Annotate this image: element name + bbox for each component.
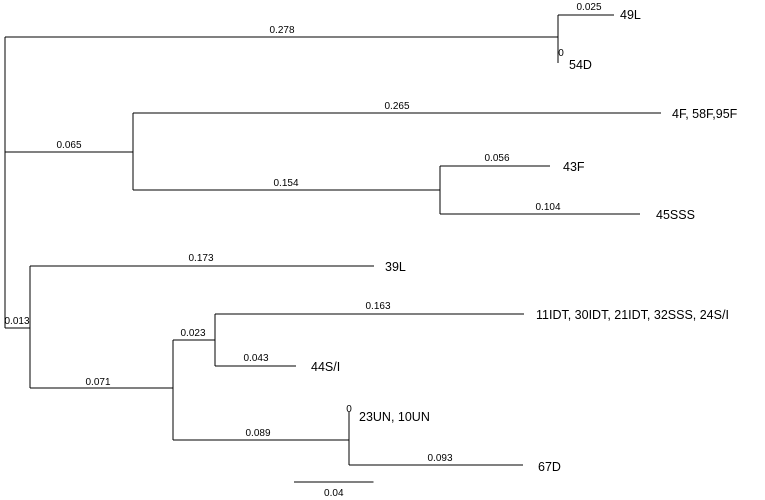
tip-label-23un: 23UN, 10UN	[359, 410, 430, 424]
branch-length-label: 0.104	[535, 202, 560, 213]
branches-layer	[4, 14, 661, 466]
branch-length-label: 0.043	[243, 353, 268, 364]
tip-label-11idt: 11IDT, 30IDT, 21IDT, 32SSS, 24S/I	[536, 308, 729, 322]
branch-length-label: 0.089	[245, 428, 270, 439]
tip-label-67d: 67D	[538, 460, 561, 474]
branch-length-label: 0.154	[273, 178, 298, 189]
tip-label-39l: 39L	[385, 260, 406, 274]
tip-label-45sss: 45SSS	[656, 208, 695, 222]
scale-bar: 0.04	[294, 481, 374, 499]
branch-length-label: 0	[346, 404, 352, 415]
branch-length-label: 0.265	[384, 101, 409, 112]
branch-length-label: 0	[558, 48, 564, 59]
branch-length-label: 0.025	[576, 2, 601, 13]
branch-length-label: 0.173	[188, 253, 213, 264]
tip-label-44s: 44S/I	[311, 360, 340, 374]
labels-layer: 0.278 0.013 0.025 0 0.065 0.265 0.154 0.056 0.10…	[4, 2, 737, 474]
branch-length-label: 0.071	[85, 377, 110, 388]
tip-label-54d: 54D	[569, 58, 592, 72]
tip-label-49l: 49L	[620, 8, 641, 22]
branch-length-label: 0.065	[56, 140, 81, 151]
scale-bar-label: 0.04	[324, 488, 344, 499]
tip-label-43f: 43F	[563, 160, 585, 174]
branch-length-label: 0.013	[4, 316, 29, 327]
branch-length-label: 0.093	[427, 453, 452, 464]
branch-length-label: 0.056	[484, 153, 509, 164]
branch-length-label: 0.278	[269, 25, 294, 36]
branch-length-label: 0.163	[365, 301, 390, 312]
tip-label-4f: 4F, 58F,95F	[672, 107, 738, 121]
branch-length-label: 0.023	[180, 328, 205, 339]
